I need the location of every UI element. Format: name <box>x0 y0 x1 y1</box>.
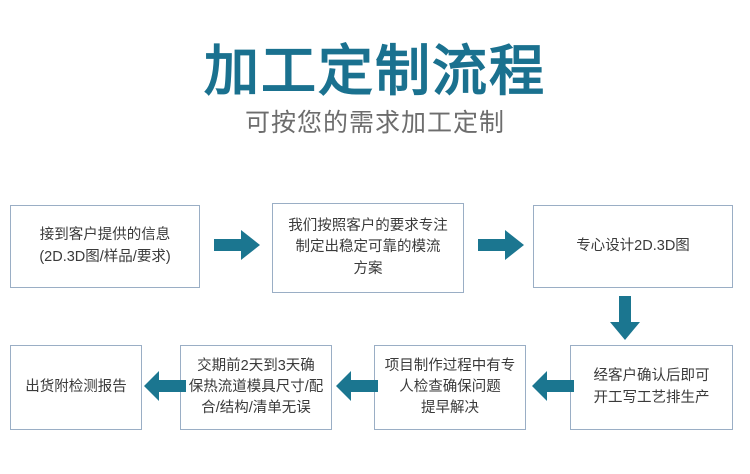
arrow-left-icon-2 <box>336 369 378 403</box>
arrow-left-icon-3 <box>144 369 186 403</box>
flow-step-7-label: 出货附检测报告 <box>25 378 127 395</box>
flow-step-2-label: 我们按照客户的要求专注 制定出稳定可靠的模流 方案 <box>288 218 448 277</box>
flow-step-5-label: 项目制作过程中有专 人检查确保问题 提早解决 <box>384 357 516 416</box>
flow-step-2: 我们按照客户的要求专注 制定出稳定可靠的模流 方案 <box>272 203 464 293</box>
arrow-right-icon-1 <box>214 228 260 262</box>
flow-step-1-label: 接到客户提供的信息 (2D.3D图/样品/要求) <box>39 227 171 265</box>
flow-step-6: 交期前2天到3天确 保热流道模具尺寸/配 合/结构/清单无误 <box>180 345 332 430</box>
arrow-right-icon-2 <box>478 228 524 262</box>
flow-step-5: 项目制作过程中有专 人检查确保问题 提早解决 <box>374 345 526 430</box>
page-title: 加工定制流程 <box>203 40 546 102</box>
flow-step-4: 经客户确认后即可 开工写工艺排生产 <box>570 345 733 430</box>
flow-step-1: 接到客户提供的信息 (2D.3D图/样品/要求) <box>10 205 200 288</box>
arrow-left-icon-1 <box>532 369 574 403</box>
flow-step-7: 出货附检测报告 <box>10 345 142 430</box>
flow-step-3: 专心设计2D.3D图 <box>533 205 733 288</box>
flow-step-3-label: 专心设计2D.3D图 <box>576 237 690 254</box>
page-subtitle: 可按您的需求加工定制 <box>244 109 505 138</box>
flow-step-6-label: 交期前2天到3天确 保热流道模具尺寸/配 合/结构/清单无误 <box>188 357 324 416</box>
flow-step-4-label: 经客户确认后即可 开工写工艺排生产 <box>593 368 710 406</box>
header-block: 加工定制流程 可按您的需求加工定制 <box>0 40 750 138</box>
arrow-down-icon-1 <box>608 296 642 340</box>
